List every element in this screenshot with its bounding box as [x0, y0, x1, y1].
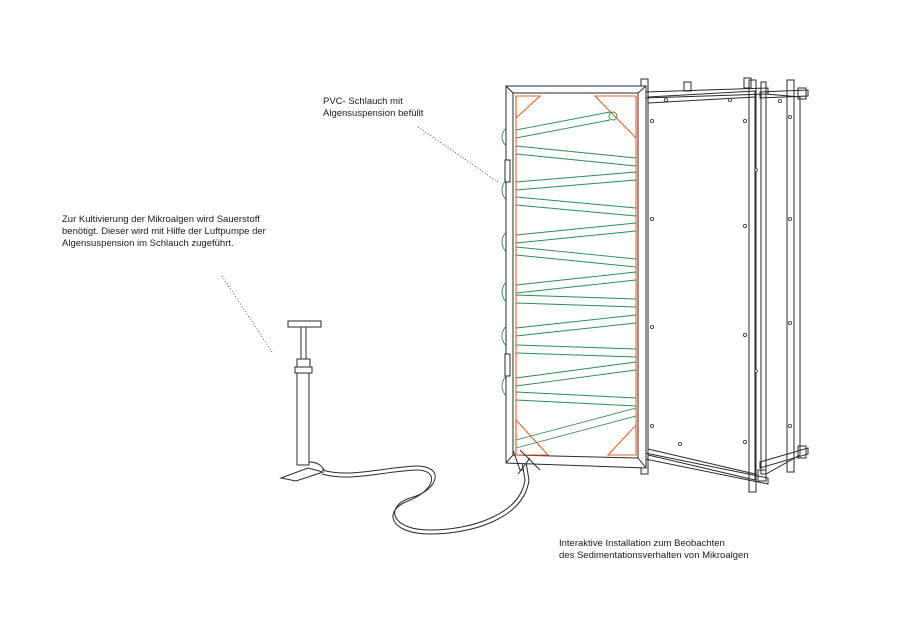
oxygen-annotation-line-1: Zur Kultivierung der Mikroalgen wird Sau…	[62, 214, 260, 225]
tube-annotation-line-1: PVC- Schlauch mit	[323, 96, 403, 107]
installation-caption-line-2: des Sedimentationsverhalten von Mikroalg…	[559, 550, 749, 561]
oxygen-leader-line	[221, 275, 273, 353]
pump-foot	[279, 467, 325, 482]
installation-caption-line-1: Interaktive Installation zum Beobachten	[559, 538, 725, 549]
pump-barrel	[296, 358, 311, 368]
panel-holes	[650, 98, 793, 446]
oxygen-annotation-line-3: Algensuspension im Schlauch zugeführt.	[62, 238, 234, 249]
corner-braces	[515, 95, 637, 456]
tube-annotation: PVC- Schlauch mit Algensuspension befüll…	[323, 96, 423, 120]
pump-shaft	[300, 326, 307, 361]
pump-outlet	[308, 461, 325, 471]
oxygen-annotation-line-2: benötigt. Dieser wird mit Hilfe der Luft…	[62, 226, 266, 237]
pvc-tube	[501, 111, 637, 449]
pump-handle	[287, 320, 322, 328]
air-pump	[279, 320, 325, 482]
back-panels	[640, 77, 809, 493]
hose-connector	[512, 449, 541, 475]
pump-cylinder	[294, 366, 313, 374]
installation-caption: Interaktive Installation zum Beobachten …	[559, 538, 749, 562]
tube-leader-line	[417, 126, 499, 183]
leader-lines	[221, 126, 499, 353]
tube-annotation-line-2: Algensuspension befüllt	[323, 108, 424, 119]
pump-body	[296, 372, 310, 466]
air-hose	[321, 461, 530, 535]
front-frame	[504, 85, 647, 469]
oxygen-annotation: Zur Kultivierung der Mikroalgen wird Sau…	[62, 214, 266, 250]
